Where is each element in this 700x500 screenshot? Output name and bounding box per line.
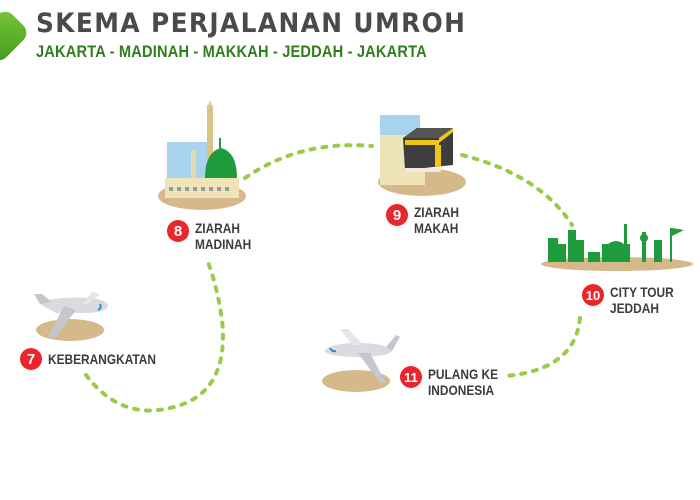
step-label-line2: JEDDAH [610, 300, 659, 316]
step-label-line1: PULANG KE [428, 366, 499, 382]
step-label-line1: ZIARAH [414, 204, 459, 220]
airplane-departure-icon [34, 292, 108, 341]
step-label-line2: MADINAH [195, 236, 252, 252]
step-number-badge: 11 [400, 366, 422, 388]
step-label-line1: CITY TOUR [610, 284, 674, 300]
kaaba-icon [378, 115, 466, 196]
step-number-badge: 7 [20, 348, 42, 370]
step-label-line1: ZIARAH [195, 220, 240, 236]
step-label-line2: INDONESIA [428, 382, 495, 398]
step-label: KEBERANGKATAN [48, 351, 156, 367]
step-number-badge: 8 [167, 220, 189, 242]
step-label-line2: MAKAH [414, 220, 459, 236]
step-7: 7 KEBERANGKATAN [20, 348, 175, 370]
step-number-badge: 9 [386, 204, 408, 226]
page-title: SKEMA PERJALANAN UMROH [36, 8, 467, 39]
nabawi-mosque-icon [158, 100, 246, 210]
route-subtitle: JAKARTA - MADINAH - MAKKAH - JEDDAH - JA… [36, 42, 427, 61]
step-number-badge: 10 [582, 284, 604, 306]
airplane-return-icon [322, 329, 400, 392]
jeddah-skyline-icon [541, 224, 693, 271]
